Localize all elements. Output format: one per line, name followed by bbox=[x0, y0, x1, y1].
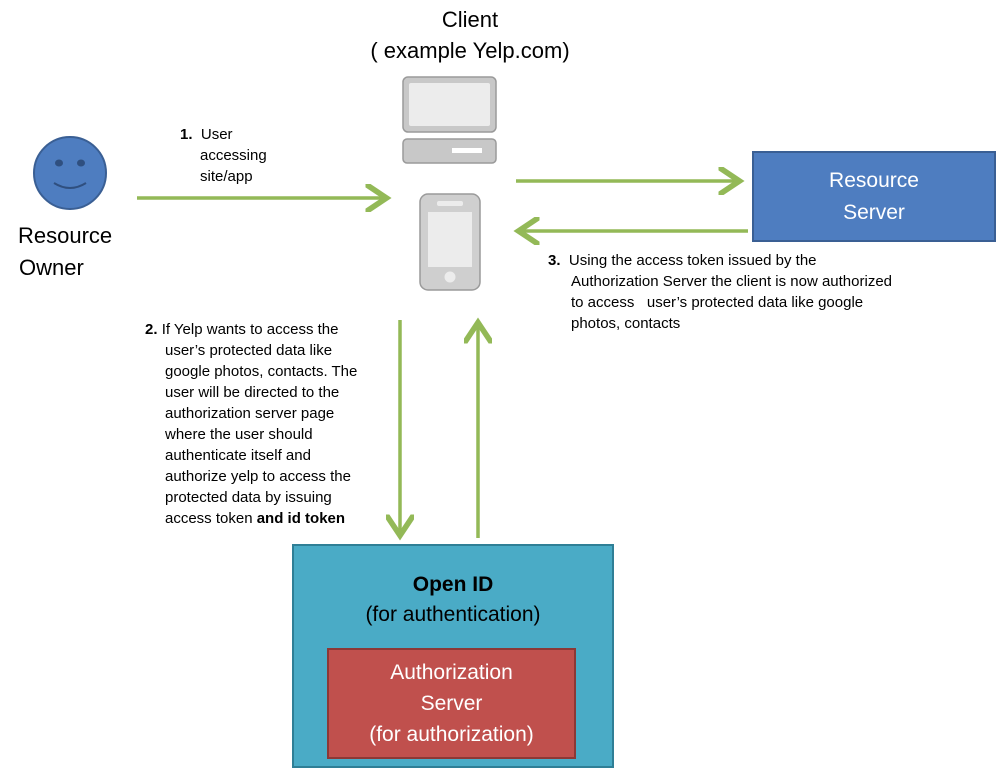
step3-annotation: 3. Using the access token issued by the … bbox=[548, 250, 968, 334]
openid-title: Open ID (for authentication) bbox=[292, 570, 614, 630]
step3-number: 3. bbox=[548, 252, 561, 269]
step3-line2: Authorization Server the client is now a… bbox=[571, 273, 893, 290]
step2-line1: If Yelp wants to access the bbox=[161, 321, 339, 338]
resource-server-label-line2: Server bbox=[843, 200, 905, 224]
step3-line3: to access user’s protected data like goo… bbox=[571, 294, 864, 311]
client-title-line1: Client bbox=[441, 7, 499, 32]
resource-owner-label-line1: Resource bbox=[18, 223, 113, 248]
desktop-monitor-icon bbox=[402, 76, 497, 164]
authorization-server-box: Authorization Server (for authorization) bbox=[327, 648, 576, 759]
resource-server-label-line1: Resource bbox=[829, 168, 919, 192]
step1-line2: accessing bbox=[200, 147, 267, 164]
step2-line9: protected data by issuing bbox=[165, 489, 332, 506]
step1-number: 1. bbox=[180, 126, 193, 143]
step2-line6: where the user should bbox=[165, 426, 313, 443]
step2-annotation: 2. If Yelp wants to access the user’s pr… bbox=[145, 319, 395, 529]
authorization-server-line3: (for authorization) bbox=[369, 723, 534, 746]
step1-line3: site/app bbox=[200, 168, 253, 185]
step2-line3: google photos, contacts. The bbox=[165, 363, 358, 380]
resource-owner-label-line2: Owner bbox=[19, 255, 84, 280]
smiley-face-icon bbox=[33, 136, 107, 210]
step2-line5: authorization server page bbox=[165, 405, 335, 422]
mobile-phone-icon bbox=[419, 193, 481, 291]
step1-annotation: 1. User accessing site/app bbox=[180, 124, 340, 187]
openid-subtitle-line: (for authentication) bbox=[365, 603, 541, 626]
resource-owner-label: Resource Owner bbox=[6, 220, 126, 284]
step2-line2: user’s protected data like bbox=[165, 342, 333, 359]
step3-line1: Using the access token issued by the bbox=[568, 252, 817, 269]
step2-line10-bold: and id token bbox=[256, 510, 346, 527]
openid-title-line: Open ID bbox=[412, 573, 494, 596]
client-title: Client ( example Yelp.com) bbox=[330, 4, 610, 66]
authorization-server-line1: Authorization bbox=[390, 661, 513, 684]
step3-line4: photos, contacts bbox=[571, 315, 681, 332]
step2-line7: authenticate itself and bbox=[165, 447, 311, 464]
step2-line4: user will be directed to the bbox=[165, 384, 340, 401]
client-title-line2: ( example Yelp.com) bbox=[370, 38, 570, 63]
authorization-server-line2: Server bbox=[420, 692, 483, 715]
step1-line1: User bbox=[200, 126, 233, 143]
step2-number: 2. bbox=[145, 321, 158, 338]
resource-server-box: Resource Server bbox=[752, 151, 996, 242]
step2-line8: authorize yelp to access the bbox=[165, 468, 351, 485]
step2-line10-plain: access token bbox=[165, 510, 257, 527]
